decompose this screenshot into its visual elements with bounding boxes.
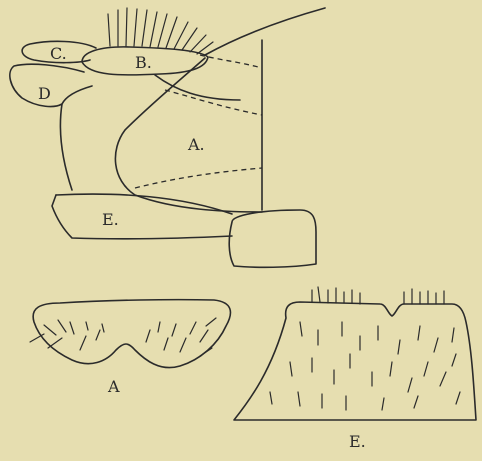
label-e: E. (102, 210, 119, 229)
segment-e-top-edge (56, 194, 232, 214)
suture-lower (135, 168, 262, 188)
suture-upper (200, 55, 262, 68)
segment-d-outline (10, 64, 92, 106)
figure-e-detail: E. (234, 287, 476, 451)
figure-a-hairs (30, 318, 216, 356)
figure-a-outline (33, 300, 230, 368)
label-d: D (38, 84, 51, 103)
basal-block (229, 210, 316, 267)
figure-e-top-bristles (312, 287, 444, 304)
suture-middle (165, 90, 262, 115)
label-c: C. (50, 44, 67, 63)
segment-a-upper-edge (155, 75, 240, 100)
lateral-view-figure: C. B. D A. E. (10, 8, 325, 267)
segment-e-outline (52, 195, 232, 239)
figure-e-label: E. (349, 432, 366, 451)
figure-e-outline (234, 302, 476, 420)
segment-d-inner-edge (60, 104, 72, 190)
figure-a-detail: A (30, 300, 230, 396)
dorsal-outline (205, 8, 325, 55)
label-a: A. (187, 135, 205, 154)
figure-e-surface-hairs (270, 322, 460, 410)
label-b: B. (135, 53, 152, 72)
figure-a-label: A (107, 377, 120, 396)
